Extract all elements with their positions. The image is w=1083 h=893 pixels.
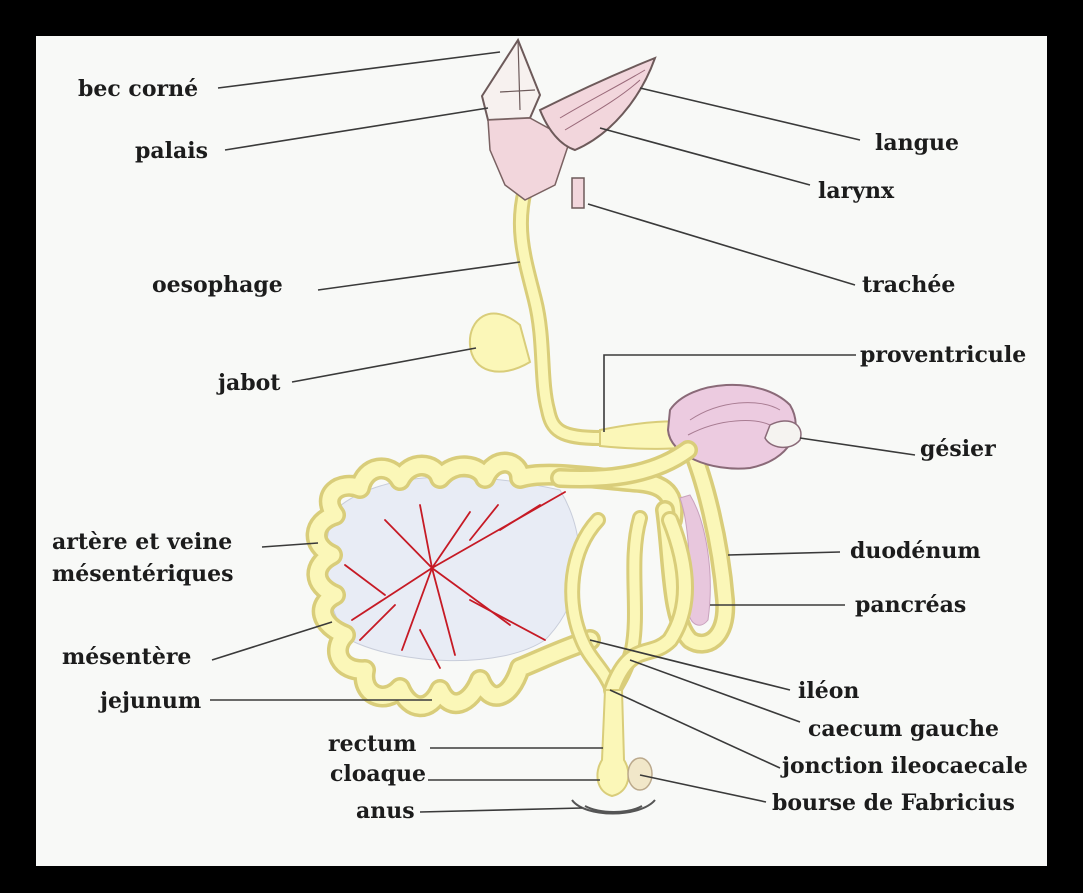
label-pancreas: pancréas bbox=[855, 592, 966, 618]
label-proventricule: proventricule bbox=[860, 342, 1026, 368]
label-bourse-fabricius: bourse de Fabricius bbox=[772, 790, 1015, 816]
label-palais: palais bbox=[135, 138, 208, 164]
anatomy-drawing bbox=[317, 40, 801, 814]
upper-beak-shape bbox=[482, 40, 540, 120]
label-jabot: jabot bbox=[216, 370, 281, 396]
anus-opening bbox=[572, 800, 655, 814]
larynx-shape bbox=[572, 178, 584, 208]
label-gesier: gésier bbox=[920, 436, 996, 462]
tongue-shape bbox=[540, 58, 655, 150]
label-mesentere: mésentère bbox=[62, 644, 191, 670]
label-bec-corne: bec corné bbox=[78, 76, 198, 102]
label-jonction-ileocaecale: jonction ileocaecale bbox=[780, 753, 1028, 779]
label-rectum: rectum bbox=[328, 731, 416, 757]
bursa-fabricius-organ bbox=[628, 758, 652, 790]
label-ileon: iléon bbox=[798, 678, 859, 704]
beak-and-mouth bbox=[482, 40, 655, 208]
rectum-cloaca bbox=[572, 690, 655, 814]
label-langue: langue bbox=[875, 130, 959, 156]
label-oesophage: oesophage bbox=[152, 272, 283, 298]
label-artere-veine: artère et veine bbox=[52, 529, 232, 555]
label-duodenum: duodénum bbox=[850, 538, 981, 564]
mesentery-membrane bbox=[325, 477, 579, 661]
label-larynx: larynx bbox=[818, 178, 895, 204]
label-mesenteriques: mésentériques bbox=[52, 561, 234, 587]
label-anus: anus bbox=[356, 798, 415, 824]
oesophagus bbox=[521, 190, 700, 438]
crop-organ bbox=[470, 314, 530, 372]
label-jejunum: jejunum bbox=[98, 688, 201, 714]
label-trachee: trachée bbox=[862, 272, 955, 298]
label-caecum-gauche: caecum gauche bbox=[808, 716, 999, 742]
label-cloaque: cloaque bbox=[330, 761, 426, 787]
